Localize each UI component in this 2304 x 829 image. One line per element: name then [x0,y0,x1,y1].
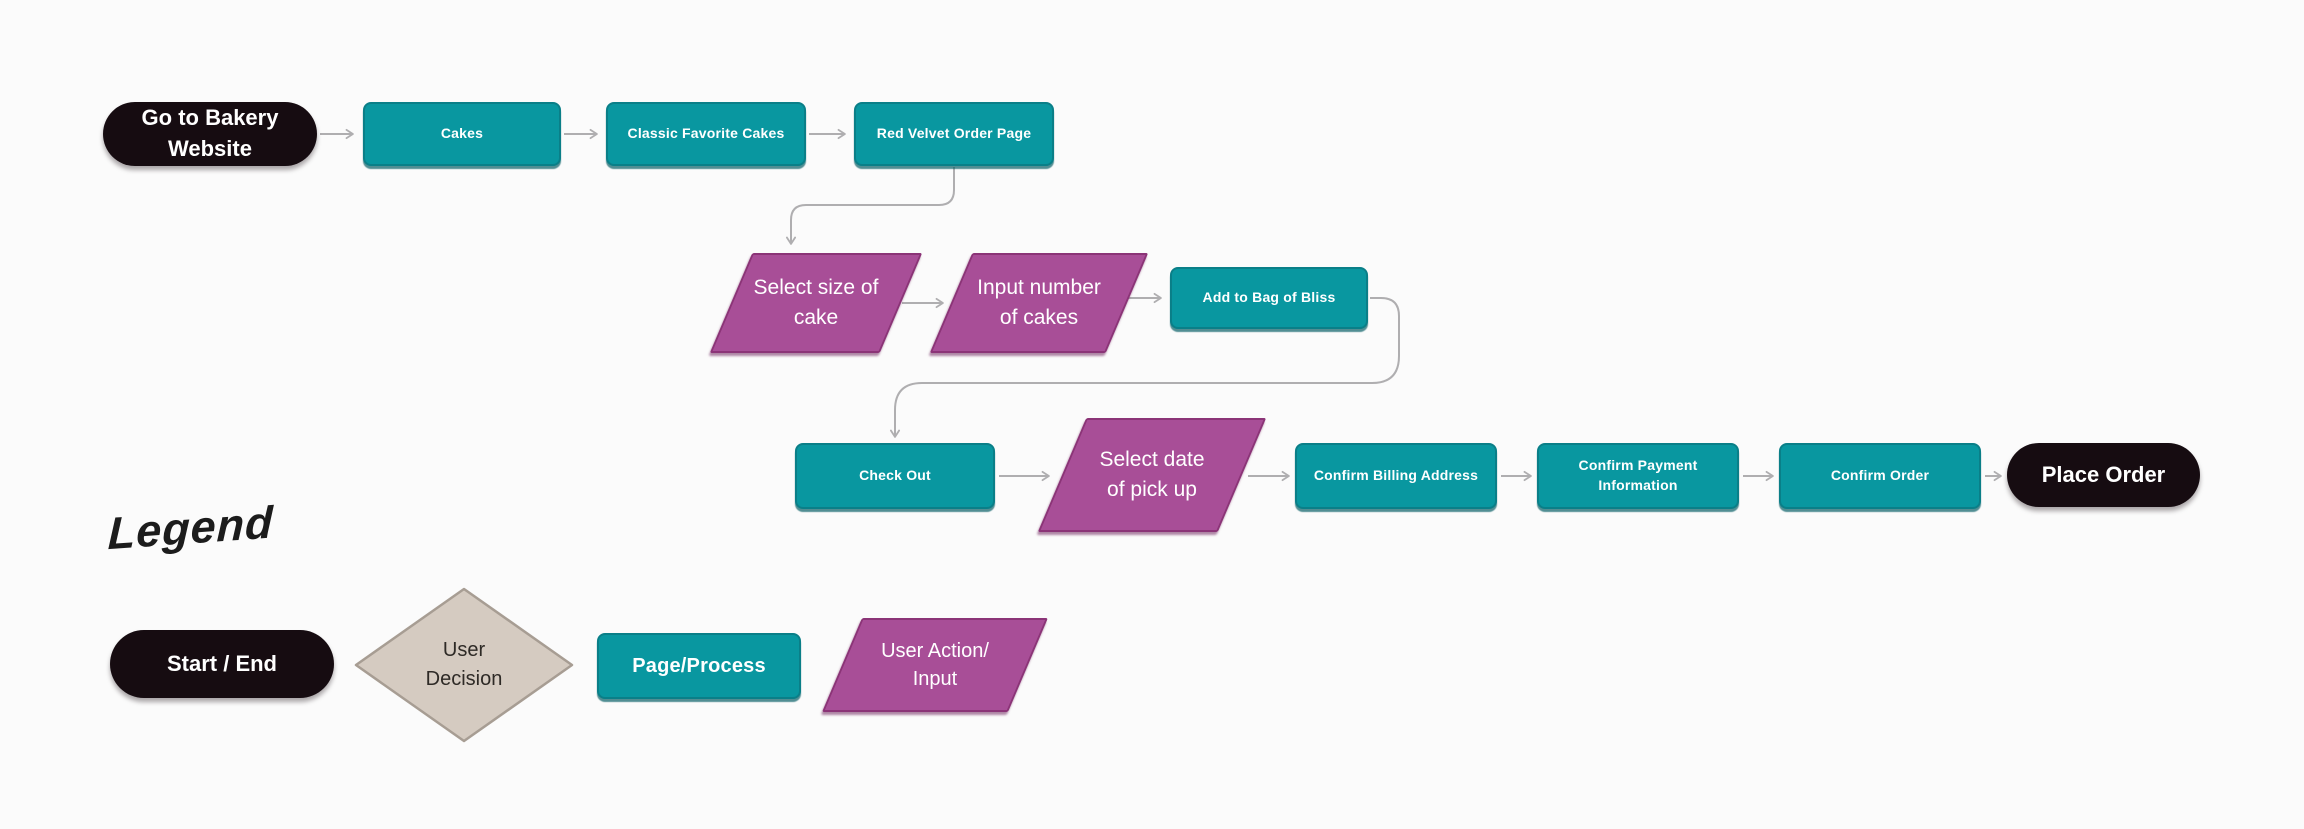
legend-item-label: Start / End [166,650,277,676]
legend-title: Legend [107,496,275,560]
node-label: Confirm Order [1830,467,1930,484]
legend-item-label: User Action/ Input [881,639,989,690]
node-confirm-billing-address[interactable]: Confirm Billing Address [1295,443,1497,509]
legend-user-action-input[interactable]: User Action/ Input [822,618,1048,712]
node-go-to-bakery-website[interactable]: Go to Bakery Website [103,102,317,166]
node-add-to-bag-of-bliss[interactable]: Add to Bag of Bliss [1170,267,1368,329]
node-confirm-order[interactable]: Confirm Order [1779,443,1981,509]
legend-user-decision[interactable]: User Decision [352,586,576,744]
node-red-velvet-order-page[interactable]: Red Velvet Order Page [854,102,1054,166]
node-label: Place Order [2041,461,2166,487]
legend-item-label: User Decision [425,639,503,690]
node-label: Cakes [440,125,484,142]
connector-redvelvet-to-selectsize [785,167,955,245]
legend-start-end[interactable]: Start / End [110,630,334,698]
legend-page-process[interactable]: Page/Process [597,633,801,699]
node-confirm-payment-information[interactable]: Confirm Payment Information [1537,443,1739,509]
node-select-size-of-cake[interactable]: Select size of cake [709,253,923,353]
node-label: Confirm Billing Address [1313,467,1479,484]
node-select-date-of-pick-up[interactable]: Select date of pick up [1037,418,1267,532]
node-label: Input number of cakes [977,276,1101,329]
node-place-order[interactable]: Place Order [2007,443,2200,507]
node-label: Select date of pick up [1099,448,1205,501]
legend-item-label: Page/Process [632,655,766,677]
diamond-shape [354,587,574,743]
node-label: Red Velvet Order Page [876,125,1032,142]
node-input-number-of-cakes[interactable]: Input number of cakes [929,253,1149,353]
node-label: Check Out [859,467,931,484]
node-label: Classic Favorite Cakes [627,125,785,142]
node-label: Add to Bag of Bliss [1202,289,1336,306]
node-check-out[interactable]: Check Out [795,443,995,509]
node-label: Confirm Payment Information [1578,457,1698,493]
node-classic-favorite-cakes[interactable]: Classic Favorite Cakes [606,102,806,166]
node-label: Select size of cake [753,276,879,329]
node-label: Go to Bakery Website [141,105,279,161]
node-cakes[interactable]: Cakes [363,102,561,166]
